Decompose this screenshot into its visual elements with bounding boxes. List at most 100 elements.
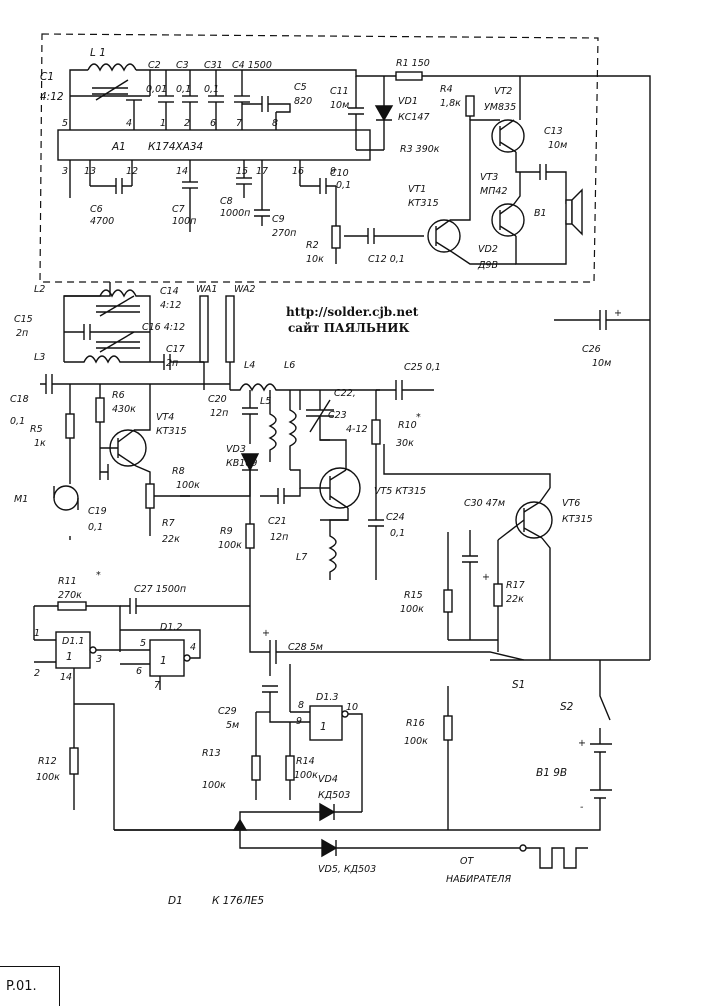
label-r5-value: 1к xyxy=(34,438,46,449)
label-wa2: WA2 xyxy=(234,284,255,295)
pin-label: 7 xyxy=(154,680,160,691)
page-code: P.01. xyxy=(6,979,37,994)
label-r10-value: 30к xyxy=(396,438,414,449)
label-vd4: VD4 xyxy=(318,774,338,785)
label-r1: R1 150 xyxy=(396,58,430,69)
switch-s1 xyxy=(249,320,651,664)
label-c26-value: 10м xyxy=(592,358,611,369)
pin-label: 7 xyxy=(236,118,242,129)
label-r11-value: 270к xyxy=(58,590,82,601)
label-vt2: VT2 xyxy=(494,86,512,97)
battery-minus: - xyxy=(580,802,584,813)
label-vt6-value: КТ315 xyxy=(562,514,593,525)
label-r9: R9 xyxy=(220,526,233,537)
label-r10: R10 xyxy=(398,420,417,431)
label-c21-value: 12п xyxy=(270,532,288,543)
capacitor-c26 xyxy=(554,310,650,330)
label-c5: C5 xyxy=(294,82,307,93)
label-c18-value: 0,1 xyxy=(10,416,25,427)
label-r10-star: * xyxy=(416,412,421,423)
dialer-pulse-icon xyxy=(526,847,588,869)
label-vt2-value: УМ835 xyxy=(484,102,516,113)
top-capacitors xyxy=(126,69,291,113)
pin-label: 12 xyxy=(126,166,138,177)
pin-label: 2 xyxy=(184,118,190,129)
pin-label: 5 xyxy=(62,118,68,129)
d13-gate-one: 1 xyxy=(320,721,327,733)
label-l3: L3 xyxy=(34,352,45,363)
label-d12: D1.2 xyxy=(160,622,182,633)
label-c31: C31 xyxy=(204,60,223,71)
pin-label: 6 xyxy=(136,666,142,677)
label-c18: C18 xyxy=(10,394,29,405)
label-r17-value: 22к xyxy=(506,594,524,605)
pin-label: 3 xyxy=(96,654,102,665)
label-c9: C9 xyxy=(272,214,285,225)
label-r6-value: 430к xyxy=(112,404,136,415)
label-vd1-value: КС147 xyxy=(398,112,430,123)
label-c10: C10 xyxy=(330,168,349,179)
label-r2: R2 xyxy=(306,240,319,251)
label-c10-value: 0,1 xyxy=(336,180,351,191)
antenna-wa1 xyxy=(199,295,209,390)
label-vd1: VD1 xyxy=(398,96,418,107)
label-r11: R11 xyxy=(58,576,77,587)
label-r4: R4 xyxy=(440,84,453,95)
label-c20-value: 12п xyxy=(210,408,228,419)
pin-label: 13 xyxy=(84,166,96,177)
label-l7: L7 xyxy=(296,552,307,563)
label-c29-value: 5м xyxy=(226,720,239,731)
resistor-r12 xyxy=(69,703,115,830)
pin-label: 8 xyxy=(298,700,304,711)
inductor-l1 xyxy=(69,63,151,101)
label-l5: L5 xyxy=(260,396,271,407)
label-vt4-value: КТ315 xyxy=(156,426,187,437)
label-c2: C2 xyxy=(148,60,161,71)
label-r8: R8 xyxy=(172,466,185,477)
label-r3: R3 390к xyxy=(400,144,440,155)
pin-label: 8 xyxy=(272,118,278,129)
label-s1: S1 xyxy=(512,679,525,691)
label-m1: М1 xyxy=(14,494,28,505)
label-r14: R14 xyxy=(296,756,315,767)
label-r6: R6 xyxy=(112,390,125,401)
label-c14-value: 4:12 xyxy=(160,300,181,311)
label-r17: R17 xyxy=(506,580,525,591)
label-vt1-value: КТ315 xyxy=(408,198,439,209)
pin-label: 2 xyxy=(34,668,40,679)
label-vt3-value: МП42 xyxy=(480,186,507,197)
tank-l2-l3 xyxy=(63,282,204,370)
c28-plus: + xyxy=(262,628,270,639)
pin-label: 17 xyxy=(256,166,268,177)
label-c11-value: 10м xyxy=(330,100,349,111)
label-c23: C23 xyxy=(328,410,347,421)
label-c30: C30 47м xyxy=(464,498,505,509)
battery-plus: + xyxy=(578,738,586,749)
pin-label: 3 xyxy=(62,166,68,177)
label-c12: C12 0,1 xyxy=(368,254,405,265)
label-c19-value: 0,1 xyxy=(88,522,103,533)
label-vd3-value: КВ109 xyxy=(226,458,257,469)
label-l1: L 1 xyxy=(90,47,106,59)
pin-label: 14 xyxy=(176,166,188,177)
logic-d11-d12 xyxy=(33,598,250,704)
label-c8-value: 1000п xyxy=(220,208,250,219)
label-c6-value: 4700 xyxy=(90,216,114,227)
label-b1-speaker: В1 xyxy=(534,208,547,219)
label-c24: C24 xyxy=(386,512,405,523)
label-c1-value: 4:12 xyxy=(40,91,64,103)
label-c24-value: 0,1 xyxy=(390,528,405,539)
label-vd2: VD2 xyxy=(478,244,498,255)
c30-plus: + xyxy=(482,572,490,583)
label-r11-star: * xyxy=(96,570,101,581)
label-c6: C6 xyxy=(90,204,103,215)
switch-stage-vt6 xyxy=(443,487,553,660)
label-c3: C3 xyxy=(176,60,189,71)
label-r15-value: 100к xyxy=(400,604,424,615)
label-r13: R13 xyxy=(202,748,221,759)
label-b1-battery: В1 9В xyxy=(536,767,567,779)
label-c14: C14 xyxy=(160,286,179,297)
label-d13: D1.3 xyxy=(316,692,338,703)
pin-label: 9 xyxy=(330,166,336,177)
site-name: сайт ПАЯЛЬНИК xyxy=(288,321,409,335)
